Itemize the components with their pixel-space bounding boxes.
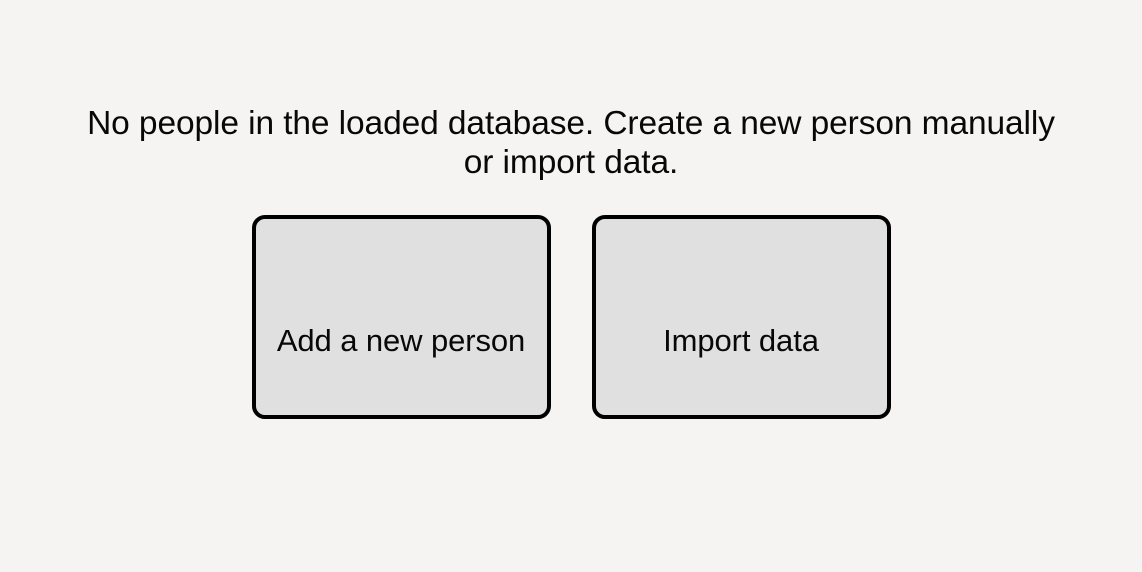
import-data-button-label: Import data [663, 323, 819, 358]
add-new-person-button-label: Add a new person [276, 323, 526, 358]
import-data-button[interactable]: Import data [591, 215, 891, 419]
empty-state-message: No people in the loaded database. Create… [87, 105, 1055, 181]
add-new-person-button[interactable]: Add a new person [251, 215, 551, 419]
empty-state-action-row: Add a new person Import data [251, 215, 891, 419]
